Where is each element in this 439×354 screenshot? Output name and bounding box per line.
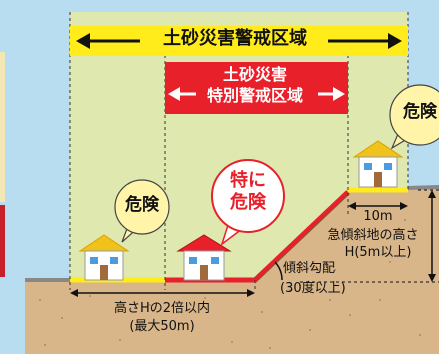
top-width-dimension	[348, 202, 408, 210]
left-edge-strip-bottom	[0, 205, 5, 277]
slope-height-label-line2: H(5m以上)	[344, 245, 412, 260]
slope-ground-outline	[254, 194, 349, 284]
base-width-dimension	[70, 289, 255, 297]
bubble-left-shape	[114, 179, 170, 243]
slope-angle-label-line1: 傾斜勾配	[283, 261, 336, 276]
base-width-label-line1: 高さHの2倍以内	[113, 301, 211, 316]
special-zone-title-line2: 特別警戒区域	[206, 86, 303, 105]
slope-angle-label-line2: (30度以上)	[280, 281, 346, 296]
slope-angle-arc	[274, 261, 283, 281]
slope-height-label-line1: 急傾斜地の高さ	[327, 228, 419, 243]
special-zone-banner	[165, 62, 348, 114]
slope-surface-red	[253, 190, 350, 282]
special-danger-label-line1: 特に	[230, 170, 266, 191]
bubble-special-shape	[211, 159, 285, 247]
ground	[25, 186, 439, 354]
left-edge-strip-top	[0, 52, 5, 202]
house-left	[78, 234, 130, 281]
slope-height-dimension	[300, 189, 439, 283]
house-right	[352, 140, 404, 188]
top-width-label: 10m	[363, 209, 393, 224]
base-width-label-line2: (最大50m)	[129, 319, 195, 334]
special-zone-arrow	[168, 87, 345, 101]
special-zone-title-line1: 土砂災害	[222, 65, 287, 84]
warning-zone-title: 土砂災害警戒区域	[163, 28, 307, 49]
top-surface-grey	[407, 185, 439, 190]
danger-label-right: 危険	[403, 102, 437, 122]
bubble-right-shape	[389, 84, 439, 150]
warning-zone-arrow	[76, 33, 402, 49]
special-danger-label-line2: 危険	[230, 192, 266, 213]
house-middle	[176, 234, 232, 281]
danger-label-left: 危険	[125, 195, 159, 215]
ground-texture	[39, 219, 421, 349]
